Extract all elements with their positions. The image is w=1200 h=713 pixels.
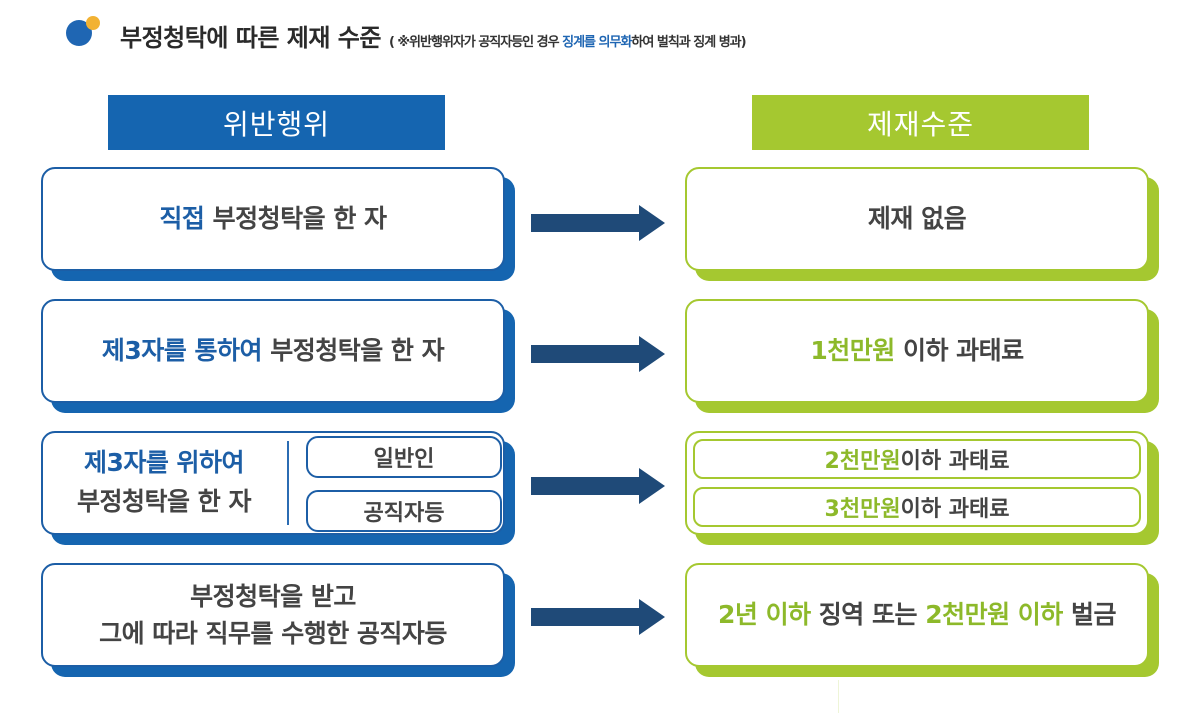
title-main: 부정청탁에 따른 제재 수준 <box>120 24 381 52</box>
page-title: 부정청탁에 따른 제재 수준 ( ※위반행위자가 공직자등인 경우 징계를 의무… <box>120 18 747 53</box>
arrow-right-icon <box>531 468 665 504</box>
sanction-header: 제재수준 <box>752 95 1089 150</box>
divider <box>287 441 289 525</box>
sanction-fine-20m: 2천만원 이하 과태료 <box>693 439 1141 479</box>
arrow-right-icon <box>531 336 665 372</box>
sanction-box-fine-10m: 1천만원 이하 과태료 <box>685 299 1149 403</box>
sanction-box-split: 2천만원 이하 과태료 3천만원 이하 과태료 <box>685 431 1149 535</box>
sanction-box-none: 제재 없음 <box>685 167 1149 271</box>
violation-box-direct: 직접 부정청탁을 한 자 <box>41 167 505 271</box>
arrow-right-icon <box>531 205 665 241</box>
divider <box>838 680 839 713</box>
title-note-highlight: 징계를 의무화 <box>562 35 632 50</box>
violation-box-official-performed: 부정청탁을 받고 그에 따라 직무를 수행한 공직자등 <box>41 563 505 667</box>
subject-public-officials: 공직자등 <box>306 490 502 532</box>
violation-header: 위반행위 <box>108 95 445 150</box>
title-note: ( ※위반행위자가 공직자등인 경우 징계를 의무화하여 벌칙과 징계 병과) <box>388 35 747 50</box>
violation-box-for-third-party: 제3자를 위하여 부정청탁을 한 자 일반인 공직자등 <box>41 431 505 535</box>
arrow-right-icon <box>531 599 665 635</box>
sanction-fine-30m: 3천만원 이하 과태료 <box>693 487 1141 527</box>
sanction-box-prison-or-fine: 2년 이하 징역 또는 2천만원 이하 벌금 <box>685 563 1149 667</box>
subject-general-public: 일반인 <box>306 436 502 478</box>
title-bullet-icon <box>66 14 106 54</box>
violation-box-third-party: 제3자를 통하여 부정청탁을 한 자 <box>41 299 505 403</box>
